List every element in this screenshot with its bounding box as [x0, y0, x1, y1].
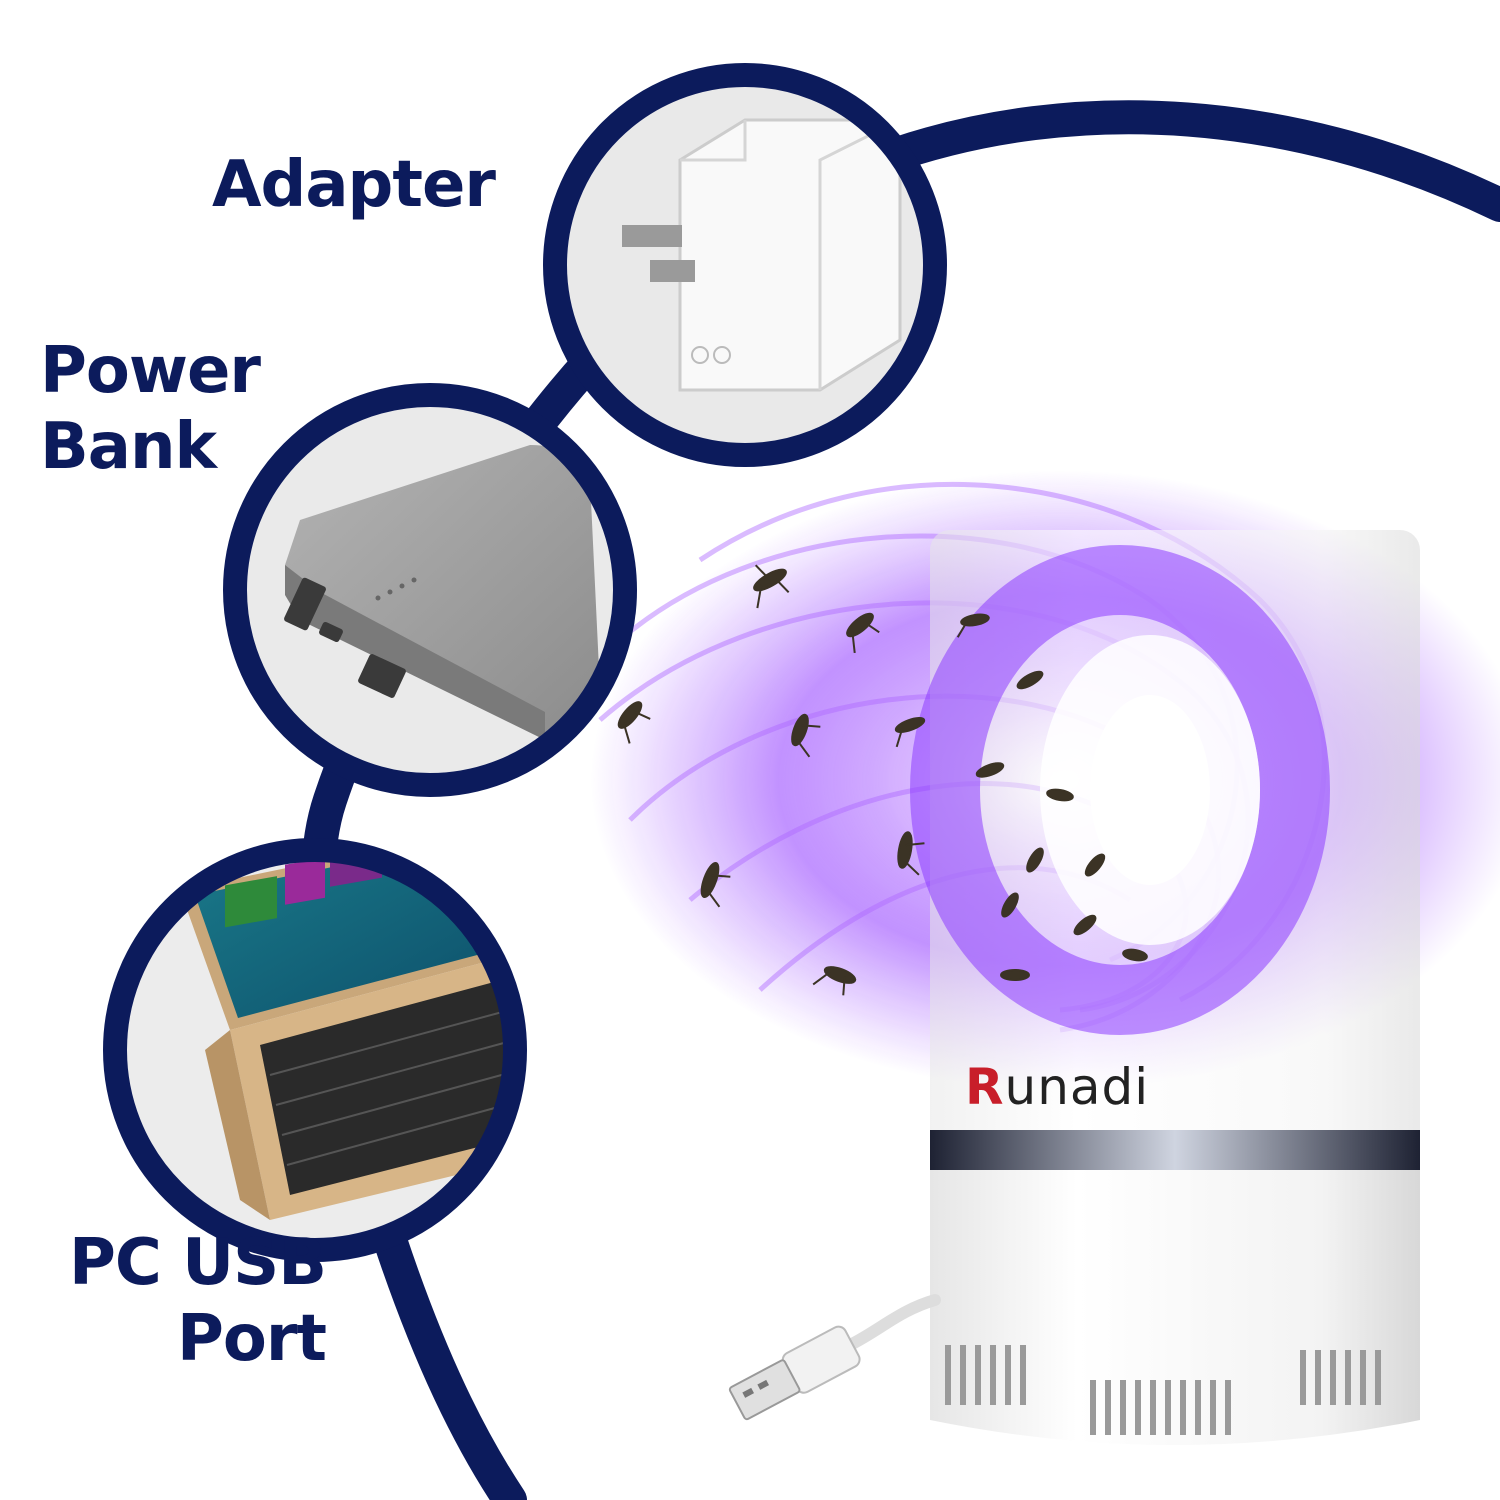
power-bank-circle	[223, 383, 637, 797]
power-bank-label-line2: Bank	[40, 409, 217, 484]
brand-logo: Runadi	[965, 1058, 1149, 1116]
adapter-label: Adapter	[212, 148, 496, 224]
brand-logo-rest: unadi	[1004, 1058, 1150, 1116]
usb-plug-icon	[728, 1294, 941, 1421]
pc-usb-label: PC USB Port	[64, 1226, 327, 1377]
pc-usb-label-line2: Port	[176, 1301, 327, 1376]
pc-usb-label-line1: PC USB	[69, 1226, 327, 1300]
adapter-label-text: Adapter	[212, 148, 496, 222]
brand-logo-initial: R	[965, 1058, 1005, 1116]
power-bank-label: Power Bank	[40, 334, 261, 485]
power-bank-label-line1: Power	[40, 334, 261, 408]
adapter-circle	[543, 63, 947, 467]
lamp-device	[910, 530, 1420, 1445]
mosquito-icon	[617, 564, 1148, 996]
